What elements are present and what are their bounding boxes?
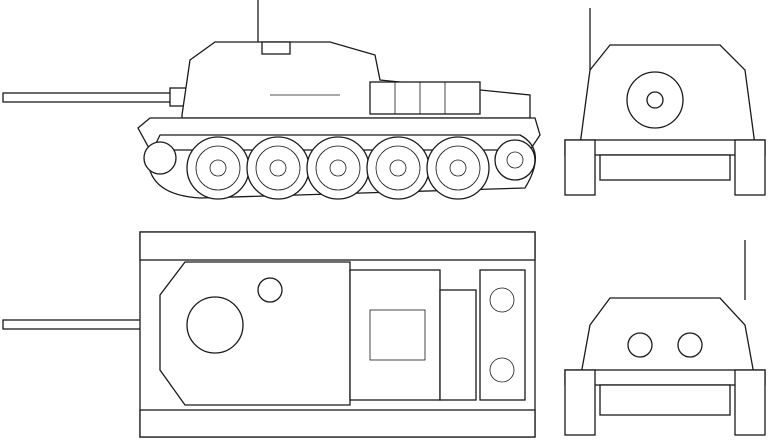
wheel-hub: [329, 159, 347, 177]
top-view: [2, 231, 536, 438]
gun-barrel: [2, 92, 189, 103]
side-view: [2, 0, 541, 200]
fuel-drum: [677, 332, 703, 358]
wheel-hub: [269, 159, 287, 177]
gun-mount: [186, 296, 244, 354]
track-left: [564, 139, 596, 196]
rear-view: [564, 240, 766, 436]
road-wheels: [186, 136, 490, 200]
idler-wheel: [143, 141, 177, 175]
lower-hull: [599, 154, 731, 181]
commander-hatch: [257, 277, 283, 303]
fuel-tanks: [369, 81, 481, 115]
wheel-hub: [449, 159, 467, 177]
track: [147, 134, 537, 199]
engine-grille: [439, 289, 477, 401]
drive-sprocket: [494, 139, 536, 181]
track-left: [564, 369, 596, 436]
wheel-hub: [435, 145, 481, 191]
wheel-hub: [195, 145, 241, 191]
front-view: [564, 8, 766, 196]
fender-right: [139, 409, 536, 438]
wheel-hub: [209, 159, 227, 177]
rear-plate: [599, 384, 731, 416]
track-right: [734, 369, 766, 436]
superstructure-rear: [579, 297, 756, 381]
wheel-hub: [375, 145, 421, 191]
fender-left: [139, 231, 536, 261]
wheel-hub: [255, 145, 301, 191]
gun-muzzle: [646, 91, 664, 109]
wheel-hub: [389, 159, 407, 177]
wheel-hub: [315, 145, 361, 191]
fuel-drum: [627, 332, 653, 358]
transmission-deck: [479, 269, 526, 401]
cupola: [261, 41, 291, 55]
track-right: [734, 139, 766, 196]
engine-deck: [349, 269, 441, 401]
